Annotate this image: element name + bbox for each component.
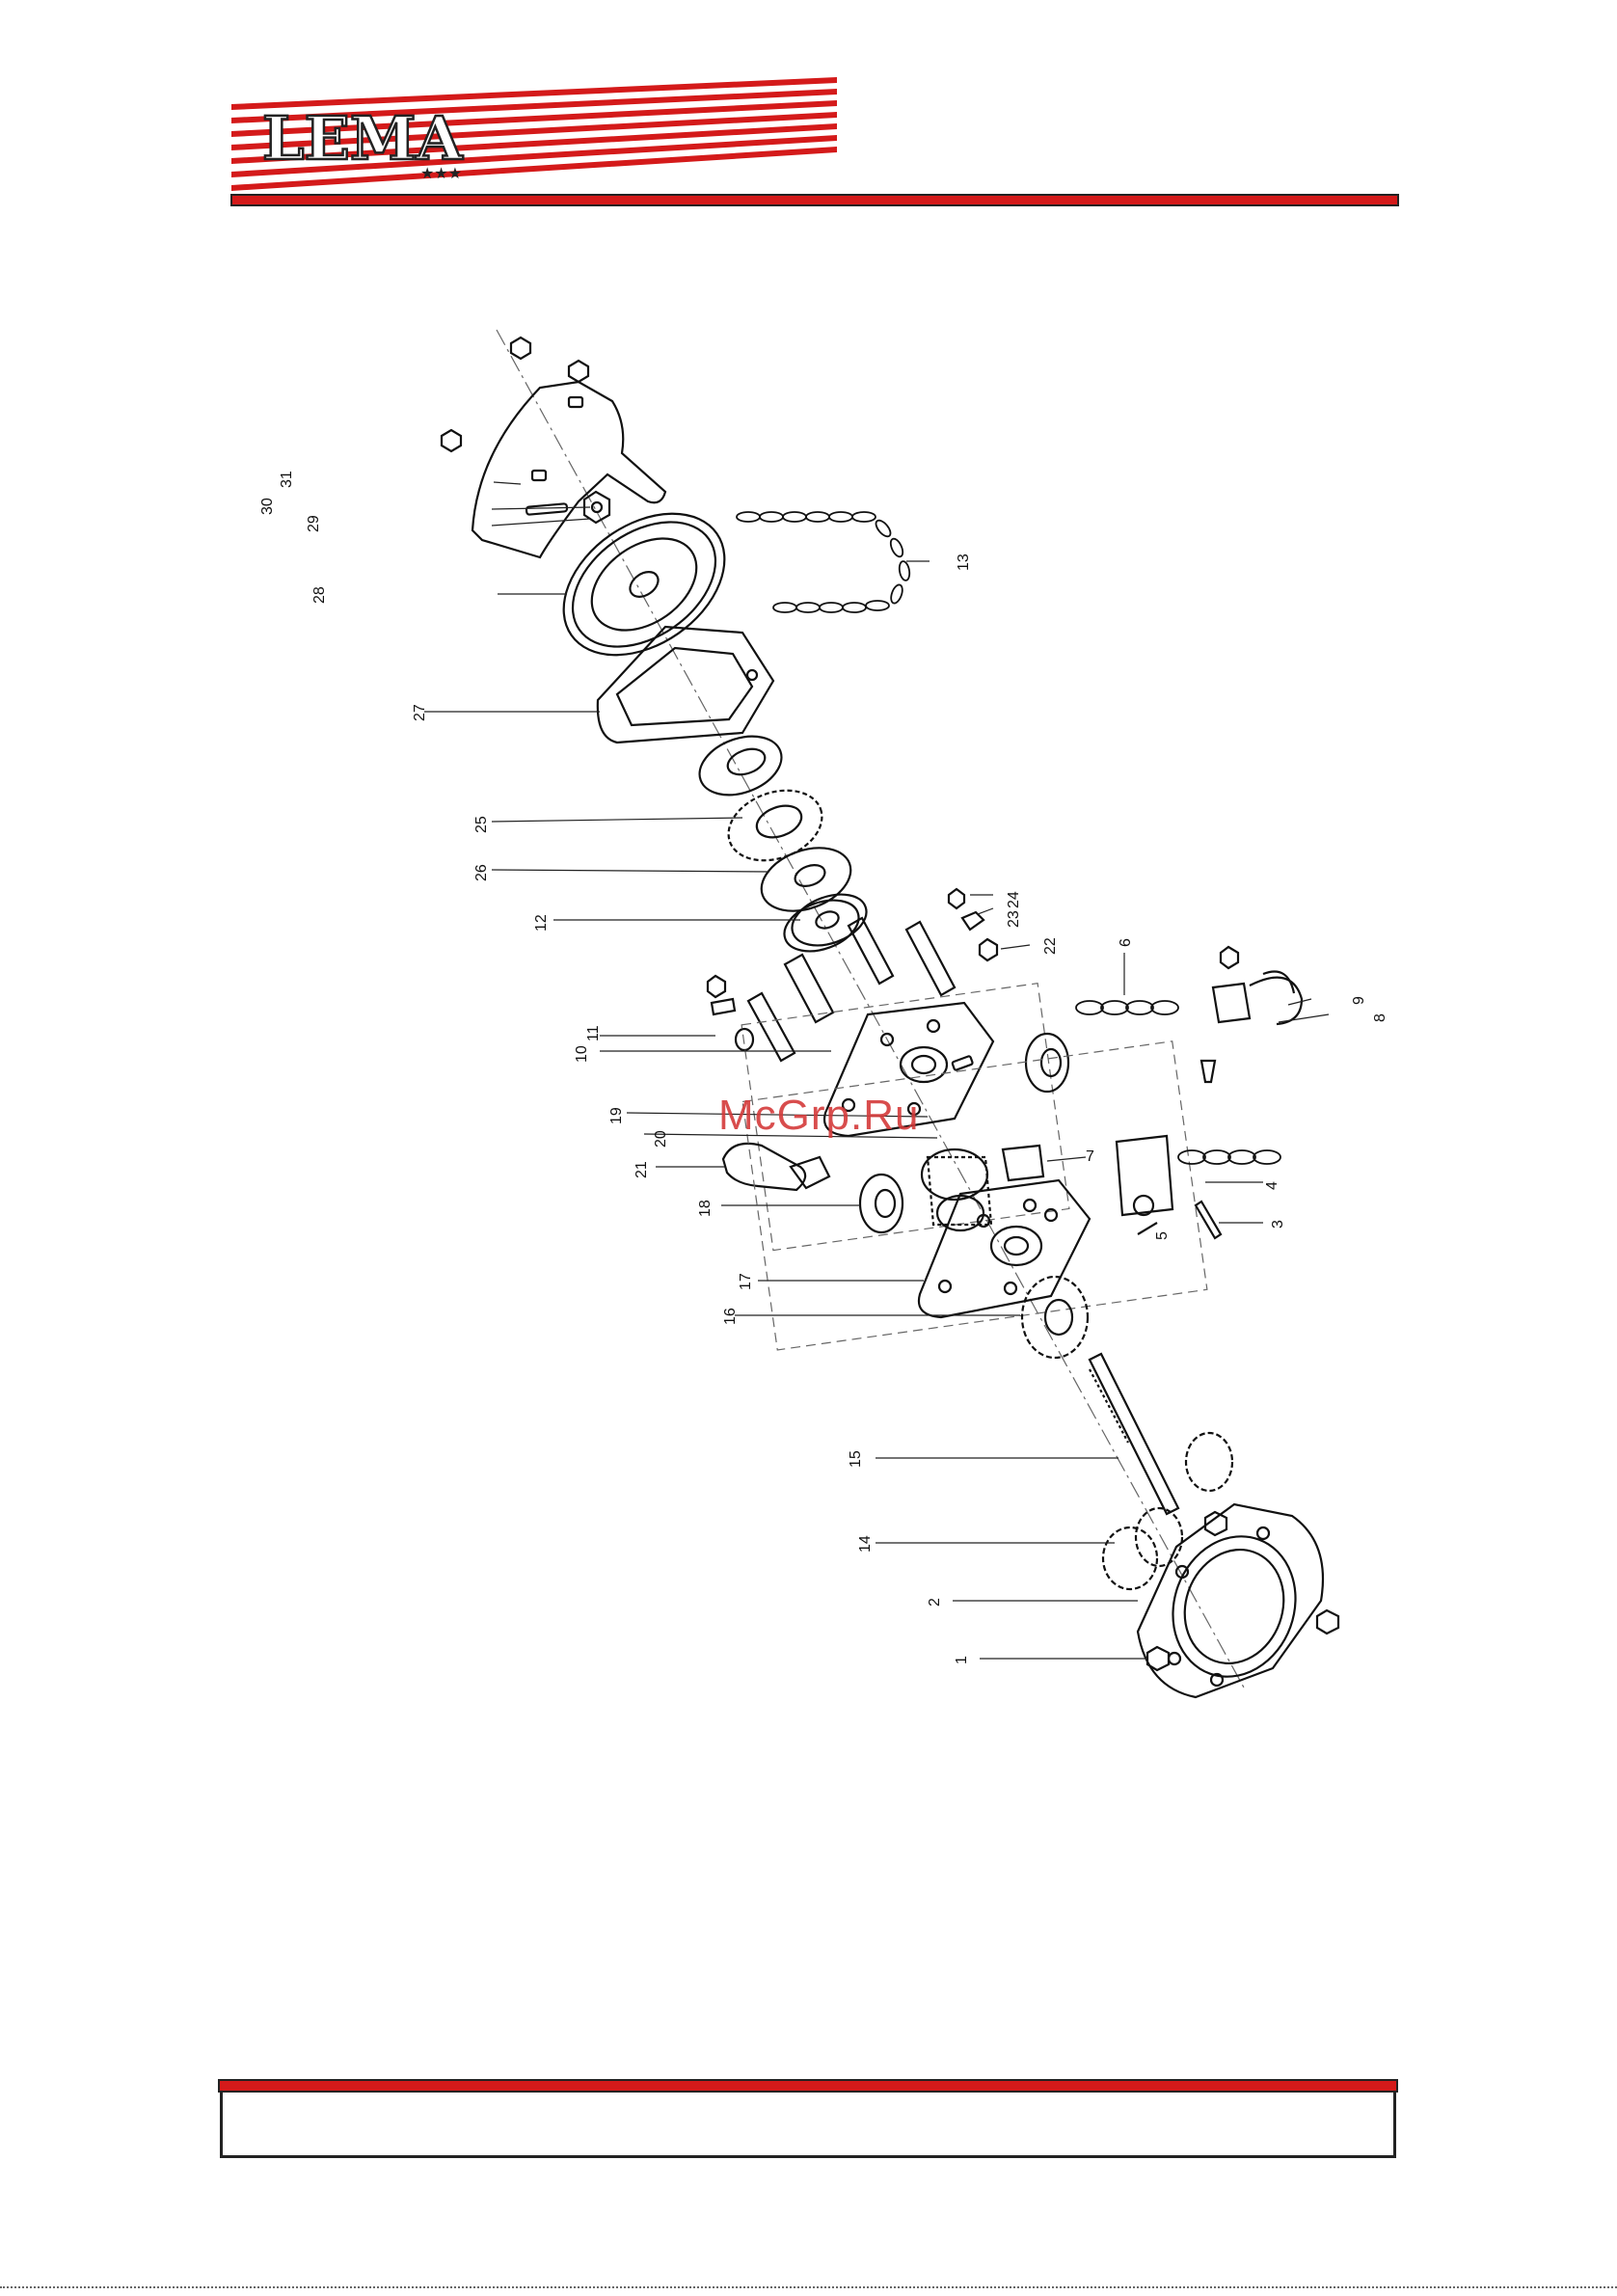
label-23: 23 (1006, 910, 1022, 928)
logo-text: LEMA (262, 103, 463, 174)
part-gear-case-2 (1138, 1504, 1323, 1697)
label-22: 22 (1042, 937, 1059, 955)
label-9: 9 (1351, 996, 1367, 1005)
label-15: 15 (848, 1450, 864, 1468)
label-19: 19 (608, 1107, 625, 1124)
label-5: 5 (1154, 1231, 1171, 1240)
label-31: 31 (279, 471, 295, 488)
label-26: 26 (473, 864, 490, 881)
label-11: 11 (585, 1025, 602, 1041)
part-key-30 (526, 503, 568, 515)
label-8: 8 (1372, 1013, 1388, 1022)
dashed-frame-lower (742, 1041, 1207, 1350)
part-hook-21 (723, 1144, 829, 1190)
part-pin-3 (1196, 1202, 1221, 1238)
label-3: 3 (1270, 1220, 1286, 1229)
exploded-parts-diagram: 31 30 29 28 13 27 25 26 12 24 23 22 6 9 … (0, 309, 1617, 1813)
footer-box (220, 2091, 1396, 2158)
label-29: 29 (306, 515, 322, 532)
label-20: 20 (653, 1130, 669, 1148)
part-load-chain-lower (1178, 1150, 1280, 1164)
label-14: 14 (857, 1535, 874, 1553)
part-pawl-assembly (949, 889, 997, 960)
part-load-chain-6 (1076, 1001, 1178, 1014)
part-number-labels: 31 30 29 28 13 27 25 26 12 24 23 22 6 9 … (259, 471, 1388, 1664)
label-28: 28 (311, 586, 328, 604)
assembly-axis (497, 330, 1244, 1688)
label-30: 30 (259, 498, 276, 515)
label-25: 25 (473, 816, 490, 833)
part-load-sheave-upper (1026, 1034, 1068, 1092)
label-27: 27 (412, 704, 428, 721)
label-21: 21 (633, 1161, 650, 1178)
watermark: McGrp.Ru (718, 1092, 919, 1140)
part-ratchet-25 (718, 778, 831, 873)
part-washer-upper (691, 726, 790, 806)
label-17: 17 (738, 1273, 754, 1290)
label-7: 7 (1086, 1148, 1094, 1165)
part-ratchet-disc-12 (777, 885, 874, 960)
label-1: 1 (954, 1656, 970, 1664)
label-2: 2 (927, 1598, 943, 1607)
part-sprocket-18 (860, 1175, 903, 1232)
part-hand-chain-13 (737, 512, 911, 612)
label-6: 6 (1118, 938, 1134, 947)
part-cover-31 (472, 382, 665, 557)
header-red-bar (231, 195, 1398, 205)
label-24: 24 (1006, 891, 1022, 908)
label-13: 13 (956, 554, 972, 571)
part-top-hook-8-9 (1201, 947, 1302, 1082)
logo-stars: ★★★ (420, 166, 462, 182)
part-chain-guide-27 (598, 627, 773, 743)
part-pawl-small-11 (708, 976, 753, 1050)
part-bottom-block-4 (1117, 1136, 1172, 1215)
label-18: 18 (697, 1200, 714, 1217)
part-shafts (748, 918, 955, 1061)
label-10: 10 (574, 1045, 590, 1063)
label-16: 16 (722, 1308, 739, 1325)
part-shaft-15 (1090, 1354, 1178, 1514)
header: LEMA ★★★ (0, 0, 1617, 231)
part-bracket-7 (1003, 1146, 1043, 1180)
leader-lines (424, 482, 1329, 1659)
part-top-nuts (442, 338, 588, 451)
part-washer-26 (753, 836, 860, 922)
label-4: 4 (1264, 1181, 1280, 1190)
bottom-dotted-line (0, 2286, 1617, 2292)
label-12: 12 (533, 914, 550, 932)
